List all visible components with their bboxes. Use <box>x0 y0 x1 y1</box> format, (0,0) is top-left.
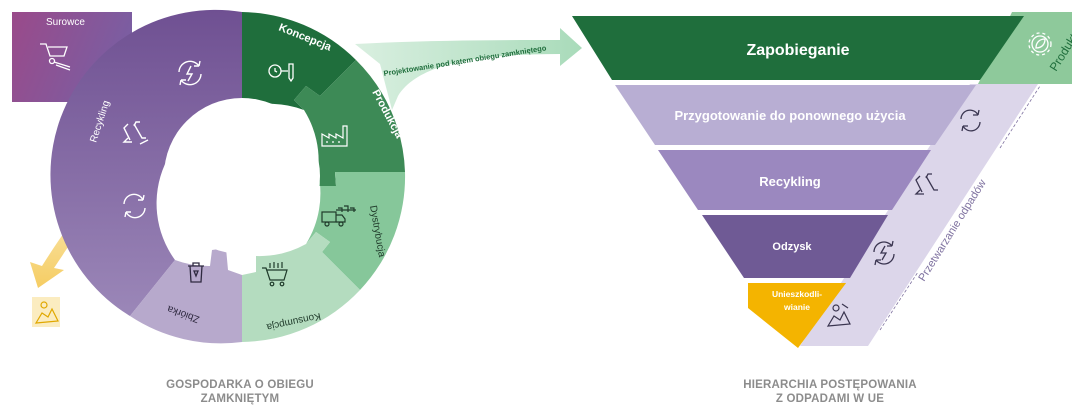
recycle-icon <box>122 121 149 145</box>
factory-icon <box>321 125 348 147</box>
level-label-prevention: Zapobieganie <box>746 42 849 59</box>
circular-economy-caption-line2: ZAMKNIĘTYM <box>200 393 280 405</box>
ring-left-half <box>50 9 243 317</box>
raw-materials-label: Surowce <box>46 17 85 28</box>
delivery-truck-icon <box>321 205 356 227</box>
energy-recovery-icon <box>873 240 895 266</box>
segment-consumption <box>242 232 360 342</box>
circular-economy-diagram: Surowce Projektowanie pod kątem obiegu z… <box>12 9 582 344</box>
wheelbarrow-icon <box>40 43 71 71</box>
level-prevention <box>572 16 1024 80</box>
design-arrow <box>355 28 582 110</box>
waste-processing-band-shape <box>800 84 1038 346</box>
segment-distribution <box>306 172 406 290</box>
level-reuse <box>615 85 976 145</box>
side-dashed-line-upper <box>999 85 1041 149</box>
level-recovery <box>702 215 888 278</box>
level-label-disposal-1: Unieszkodli- <box>772 289 822 299</box>
waste-hierarchy-caption: HIERARCHIA POSTĘPOWANIA Z ODPADAMI W UE <box>700 378 960 406</box>
renewable-energy-icon <box>178 60 202 86</box>
level-label-reuse: Przygotowanie do ponownego użycia <box>674 108 906 123</box>
recycle-band-icon <box>914 173 938 195</box>
level-label-recycling: Recykling <box>759 174 820 189</box>
waste-pile-icon <box>32 297 60 327</box>
reuse-cycle-icon <box>960 109 981 132</box>
waste-hierarchy-caption-line2: Z ODPADAMI W UE <box>775 393 885 405</box>
circular-economy-caption: GOSPODARKA O OBIEGU ZAMKNIĘTYM <box>110 378 370 406</box>
ring-center <box>164 98 320 254</box>
waste-hierarchy-diagram: Zapobieganie Przygotowanie do ponownego … <box>572 12 1072 348</box>
cycle-arrows-icon <box>123 193 146 219</box>
side-dashed-line-lower <box>879 271 919 331</box>
circular-economy-caption-line1: GOSPODARKA O OBIEGU <box>166 379 314 391</box>
level-recycling <box>658 150 931 210</box>
design-pen-icon <box>268 63 294 83</box>
level-disposal-shape <box>748 283 846 347</box>
product-band <box>978 12 1072 84</box>
segment-collection <box>130 248 242 344</box>
segment-concept <box>242 12 356 110</box>
trash-bin-icon <box>188 262 204 283</box>
level-label-disposal-2: wianie <box>783 302 810 312</box>
shopping-cart-icon <box>262 262 288 287</box>
waste-disposal-icon <box>826 303 851 327</box>
leaf-gear-icon <box>1028 32 1052 56</box>
level-label-recovery: Odzysk <box>772 241 812 253</box>
segment-production <box>294 60 405 186</box>
waste-hierarchy-caption-line1: HIERARCHIA POSTĘPOWANIA <box>743 379 917 391</box>
